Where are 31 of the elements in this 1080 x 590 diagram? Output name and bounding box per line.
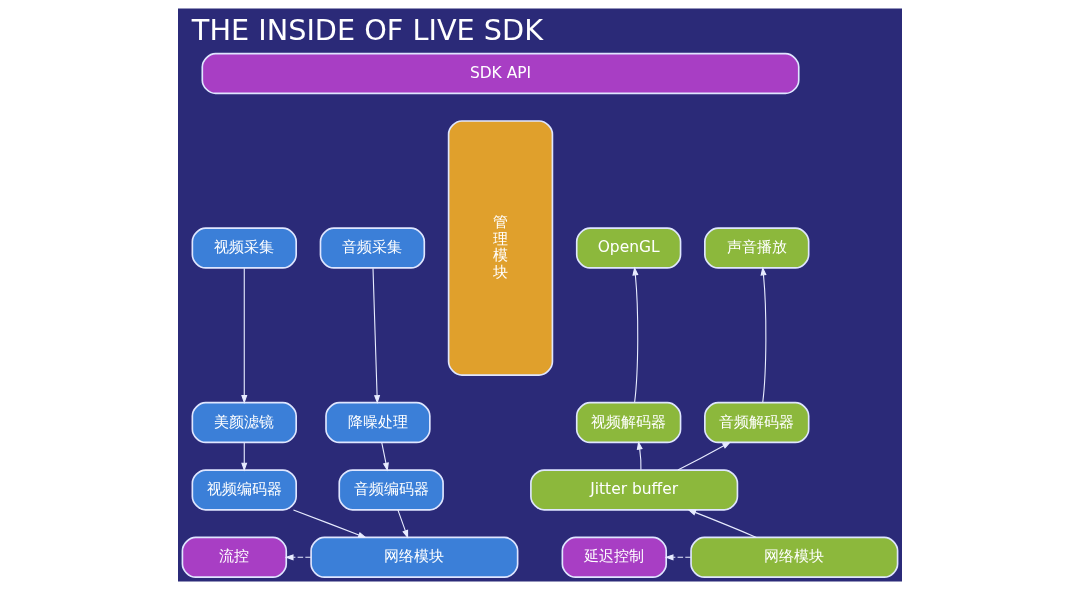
node-box: OpenGL [575, 227, 682, 269]
node-box: 视频采集 [191, 227, 297, 269]
diagram-title: THE INSIDE OF LIVE SDK [191, 13, 543, 48]
arrow [241, 441, 248, 472]
arrow [397, 509, 409, 539]
node-box: 降噪处理 [325, 401, 431, 444]
node-box: 管理模块 [447, 120, 554, 376]
node-box: 视频解码器 [575, 401, 682, 444]
arrow [372, 267, 381, 404]
node-box: 网络模块 [310, 536, 519, 579]
node-box: 声音播放 [704, 227, 810, 269]
node-box: 音频解码器 [704, 401, 810, 444]
arrow [292, 509, 367, 538]
node-box: 音频编码器 [338, 469, 444, 511]
arrow [632, 266, 639, 403]
node-box: Jitter buffer [530, 469, 739, 511]
node-box: 流控 [181, 536, 288, 579]
arrow [381, 441, 389, 472]
node-box: 美颜滤镜 [191, 401, 297, 444]
arrow [760, 266, 767, 403]
arrow [284, 554, 312, 561]
arrow [677, 441, 732, 471]
node-box: 延迟控制 [561, 536, 668, 579]
node-box: SDK API [201, 52, 800, 95]
node-box: 视频编码器 [191, 469, 297, 511]
arrow [636, 440, 643, 471]
arrow [241, 267, 248, 404]
arrow [687, 509, 757, 538]
node-box: 网络模块 [690, 536, 899, 579]
node-box: 音频采集 [319, 227, 426, 269]
arrow [664, 554, 692, 561]
